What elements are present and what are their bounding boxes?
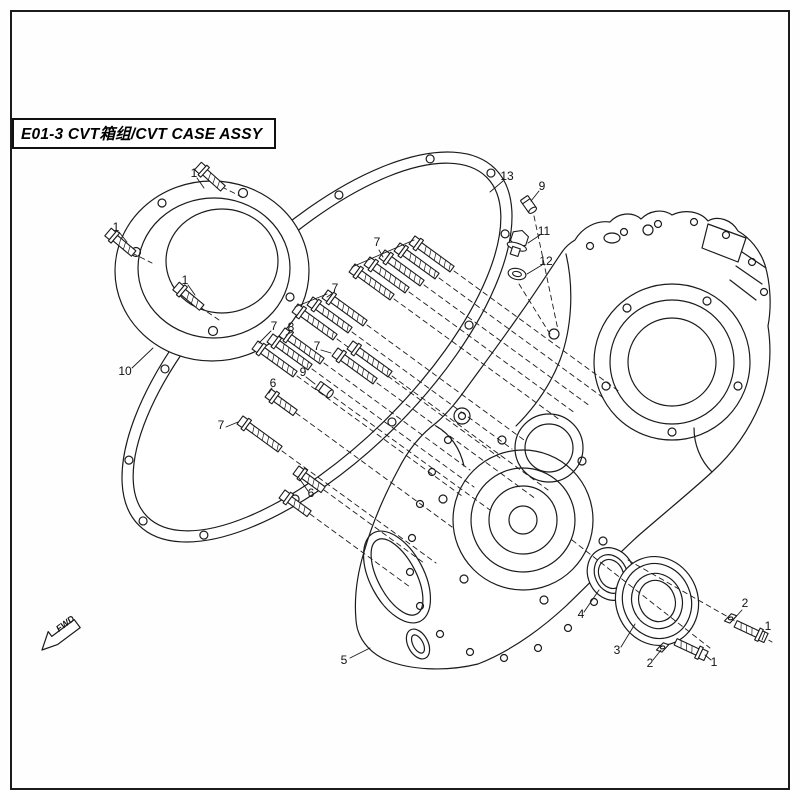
crankcase: [354, 210, 771, 670]
callout-4: 4: [578, 607, 585, 621]
callout-6b: 6: [308, 486, 315, 500]
washer-clip: [722, 612, 739, 625]
dowel-pin: [519, 194, 539, 216]
callout-3: 3: [614, 643, 621, 657]
callout-leaders: [118, 177, 766, 661]
callout-9b: 9: [300, 365, 307, 379]
callout-13: 13: [500, 169, 514, 183]
fasteners: [103, 160, 770, 663]
callout-8: 8: [288, 320, 295, 334]
callout-7a: 7: [374, 235, 381, 249]
sealing-washer: [507, 267, 527, 281]
callout-1e: 1: [765, 619, 772, 633]
callout-1c: 1: [182, 273, 189, 287]
bearing: [614, 555, 700, 647]
callout-7e: 7: [218, 418, 225, 432]
callout-7d: 7: [314, 339, 321, 353]
drain-bolt: [506, 229, 530, 258]
assembly-dashed-lines: [131, 186, 773, 649]
callout-2a: 2: [647, 656, 654, 670]
page-title: E01-3 CVT箱组/CVT CASE ASSY: [21, 126, 263, 143]
callout-5: 5: [341, 653, 348, 667]
callout-7c: 7: [271, 319, 278, 333]
callout-12: 12: [539, 254, 553, 268]
callout-1b: 1: [113, 220, 120, 234]
callout-9a: 9: [539, 179, 546, 193]
fwd-arrow: FWD: [41, 613, 81, 651]
cvt-cover: [114, 180, 310, 362]
diagram-frame: [10, 10, 790, 790]
callout-1d: 1: [711, 655, 718, 669]
callout-7b: 7: [332, 281, 339, 295]
callout-1a: 1: [191, 166, 198, 180]
title-box: E01-3 CVT箱组/CVT CASE ASSY: [12, 118, 277, 149]
callout-2b: 2: [742, 596, 749, 610]
callout-numbers: 1 1 1 10 13 9 11 12 7 7 7 8 7 6 9 7 6 5 …: [113, 166, 772, 670]
callout-11: 11: [538, 224, 551, 238]
callout-10: 10: [118, 364, 132, 378]
callout-6a: 6: [270, 376, 277, 390]
